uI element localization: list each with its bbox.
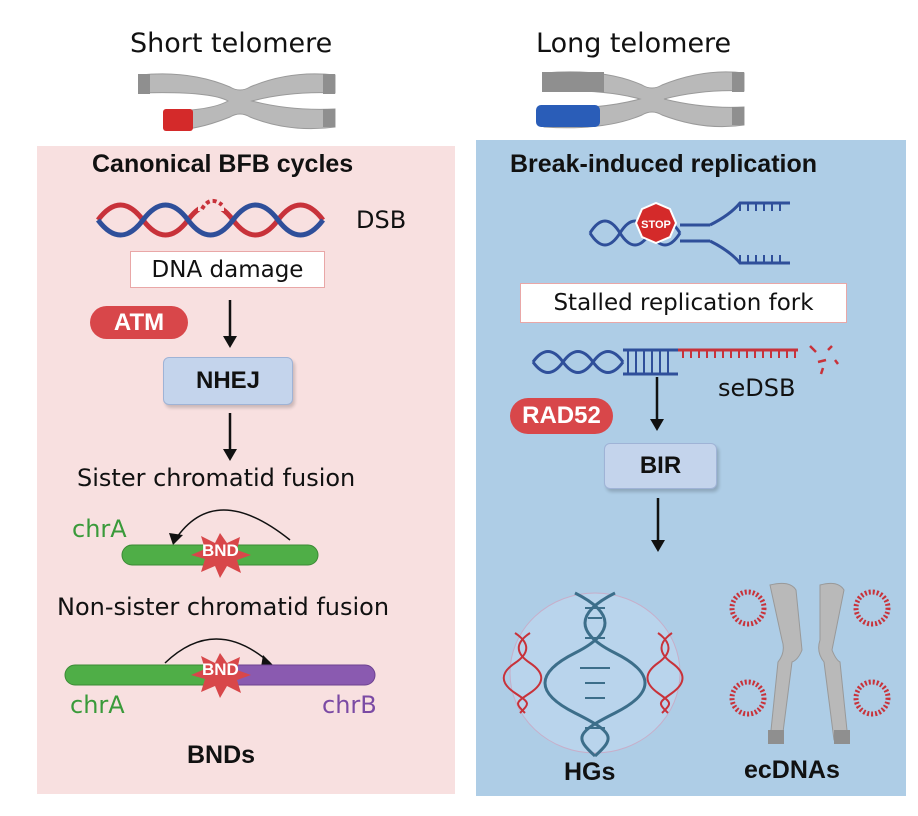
dna-damage-box: DNA damage (130, 251, 325, 288)
sister-fusion-diagram (121, 509, 319, 578)
ecdnas-illustration (729, 582, 891, 744)
bnd-label-sister: BND (202, 541, 239, 560)
atm-protein-pill: ATM (90, 306, 188, 339)
sedsb-label: seDSB (718, 374, 796, 402)
arrow-down-icon (223, 300, 237, 348)
arrow-down-icon (651, 498, 665, 552)
hgs-label: HGs (564, 758, 616, 786)
replication-fork-icon: STOP (588, 201, 790, 265)
nhej-process-box: NHEJ (163, 357, 293, 405)
bir-process-box: BIR (604, 443, 717, 489)
long-telomere-title: Long telomere (536, 28, 732, 59)
nonsister-fusion-diagram (64, 638, 376, 698)
rad52-protein-pill: RAD52 (510, 398, 613, 434)
arrow-down-icon (223, 413, 237, 461)
bir-heading: Break-induced replication (510, 150, 818, 178)
bfb-heading: Canonical BFB cycles (92, 150, 354, 178)
stop-sign-label: STOP (641, 219, 671, 231)
dsb-dna-icon (96, 195, 325, 238)
arrow-down-icon (650, 377, 664, 431)
chra-label-sister: chrA (72, 515, 127, 543)
bnds-label: BNDs (187, 741, 256, 769)
short-telomere-title: Short telomere (130, 28, 333, 59)
bnd-label-nonsister: BND (202, 660, 239, 679)
short-telomere-chromosome-icon (138, 73, 336, 131)
sister-fusion-label: Sister chromatid fusion (77, 464, 356, 492)
chrb-label: chrB (322, 691, 377, 719)
chra-label-nonsister: chrA (70, 691, 125, 719)
sedsb-dna-icon (531, 345, 839, 376)
stalled-fork-box: Stalled replication fork (520, 283, 847, 323)
ecdnas-label: ecDNAs (744, 756, 840, 784)
hgs-dna-illustration (502, 591, 684, 758)
long-telomere-chromosome-icon (536, 71, 745, 129)
dsb-label: DSB (356, 206, 407, 234)
nonsister-fusion-label: Non-sister chromatid fusion (57, 593, 390, 621)
